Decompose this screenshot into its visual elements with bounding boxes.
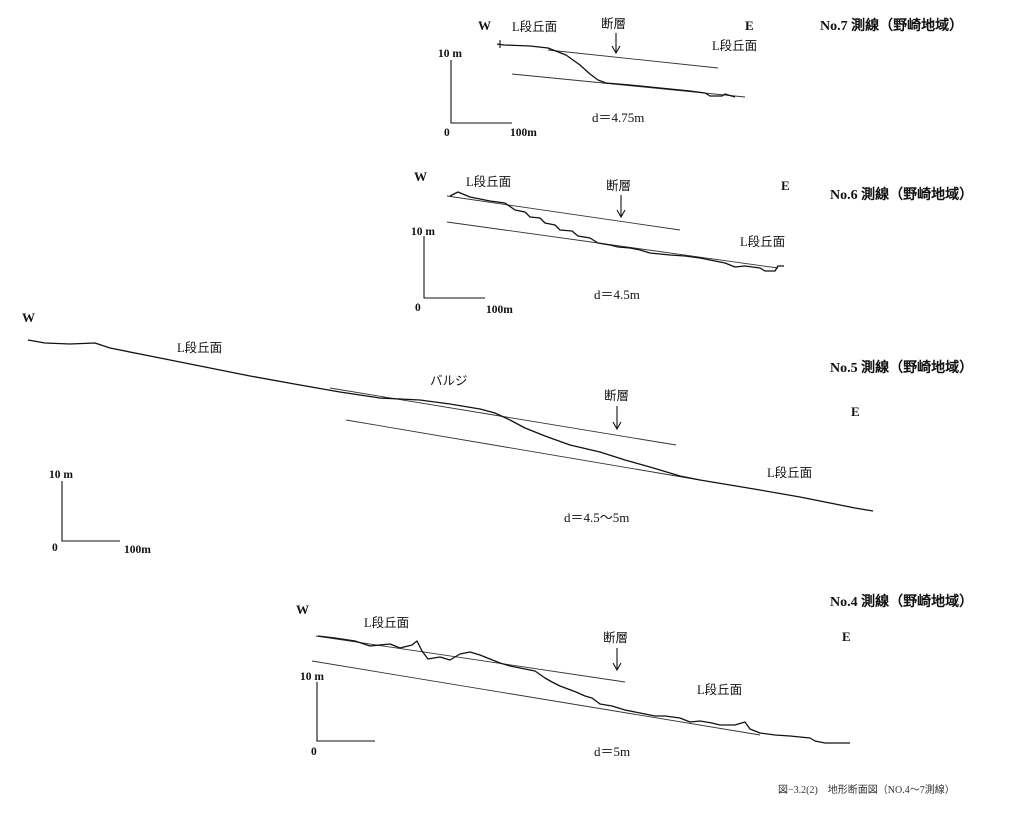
west-label: W [478, 18, 491, 33]
terrace-projection-upper [547, 49, 719, 69]
east-label: E [851, 404, 860, 419]
scale-vertical-label: 10 m [49, 469, 73, 481]
fault-arrow-icon [612, 406, 622, 431]
fault-arrow-icon [612, 648, 622, 672]
terrace-projection-upper [446, 195, 681, 231]
offset-value: d＝4.75m [592, 110, 644, 125]
scale-horizontal-label: 100m [124, 544, 151, 556]
scale-bar: 10 m 0 [300, 671, 375, 758]
west-label: W [22, 310, 35, 325]
section-title: No.6 測線（野崎地域） [830, 186, 973, 203]
west-label: W [414, 169, 427, 184]
scale-origin-label: 0 [415, 302, 421, 314]
fault-arrow-icon [611, 33, 621, 55]
terrace-label-upper: L段丘面 [512, 19, 557, 34]
offset-value: d＝4.5m [594, 287, 640, 302]
scale-horizontal-label: 100m [486, 304, 513, 316]
terrace-label-lower: L段丘面 [712, 38, 757, 53]
offset-value: d＝4.5～5m [564, 510, 629, 525]
section-title: No.4 測線（野崎地域） [830, 593, 973, 610]
fault-label: 断層 [604, 388, 629, 403]
ground-profile [317, 635, 850, 744]
scale-bar: 10 m 0 100m [411, 226, 513, 316]
fault-label: 断層 [606, 178, 631, 193]
terrace-label-upper: L段丘面 [466, 174, 511, 189]
scale-origin-label: 0 [311, 746, 317, 758]
west-label: W [296, 602, 309, 617]
scale-vertical-label: 10 m [300, 671, 324, 683]
terrace-projection-lower [345, 419, 701, 481]
section-no6: No.6 測線（野崎地域） W E L段丘面 L段丘面 断層 d＝4.5m 10… [411, 169, 973, 316]
bulge-label: バルジ [430, 374, 468, 388]
section-no5: No.5 測線（野崎地域） W E L段丘面 L段丘面 バルジ 断層 d＝4.5… [22, 310, 973, 556]
terrace-label-upper: L段丘面 [177, 340, 222, 355]
fault-arrow-icon [616, 195, 626, 219]
scale-bar: 10 m 0 100m [438, 48, 537, 139]
offset-value: d＝5m [594, 744, 630, 759]
east-label: E [745, 18, 754, 33]
ground-profile [496, 43, 736, 98]
terrace-label-upper: L段丘面 [364, 615, 409, 630]
terrace-projection-upper [315, 635, 626, 683]
terrace-projection-lower [311, 660, 761, 736]
scale-vertical-label: 10 m [438, 48, 462, 60]
scale-bar: 10 m 0 100m [49, 469, 151, 556]
scale-vertical-label: 10 m [411, 226, 435, 238]
scale-origin-label: 0 [444, 127, 450, 139]
terrace-label-lower: L段丘面 [697, 682, 742, 697]
east-label: E [781, 178, 790, 193]
fault-label: 断層 [603, 630, 628, 645]
fault-label: 断層 [601, 16, 626, 31]
section-title: No.5 測線（野崎地域） [830, 359, 973, 376]
section-no4: No.4 測線（野崎地域） W E L段丘面 L段丘面 断層 d＝5m 10 m… [296, 593, 973, 759]
ground-profile [449, 191, 784, 272]
ground-profile [27, 339, 874, 512]
terrace-label-lower: L段丘面 [740, 234, 785, 249]
section-title: No.7 測線（野崎地域） [820, 17, 963, 34]
figure-caption: 図−3.2(2) 地形断面図（NO.4～7測線） [778, 783, 955, 796]
terrace-label-lower: L段丘面 [767, 465, 812, 480]
scale-horizontal-label: 100m [510, 127, 537, 139]
section-no7: No.7 測線（野崎地域） W E L段丘面 L段丘面 断層 d＝4.75m 1… [438, 16, 963, 139]
scale-origin-label: 0 [52, 542, 58, 554]
east-label: E [842, 629, 851, 644]
